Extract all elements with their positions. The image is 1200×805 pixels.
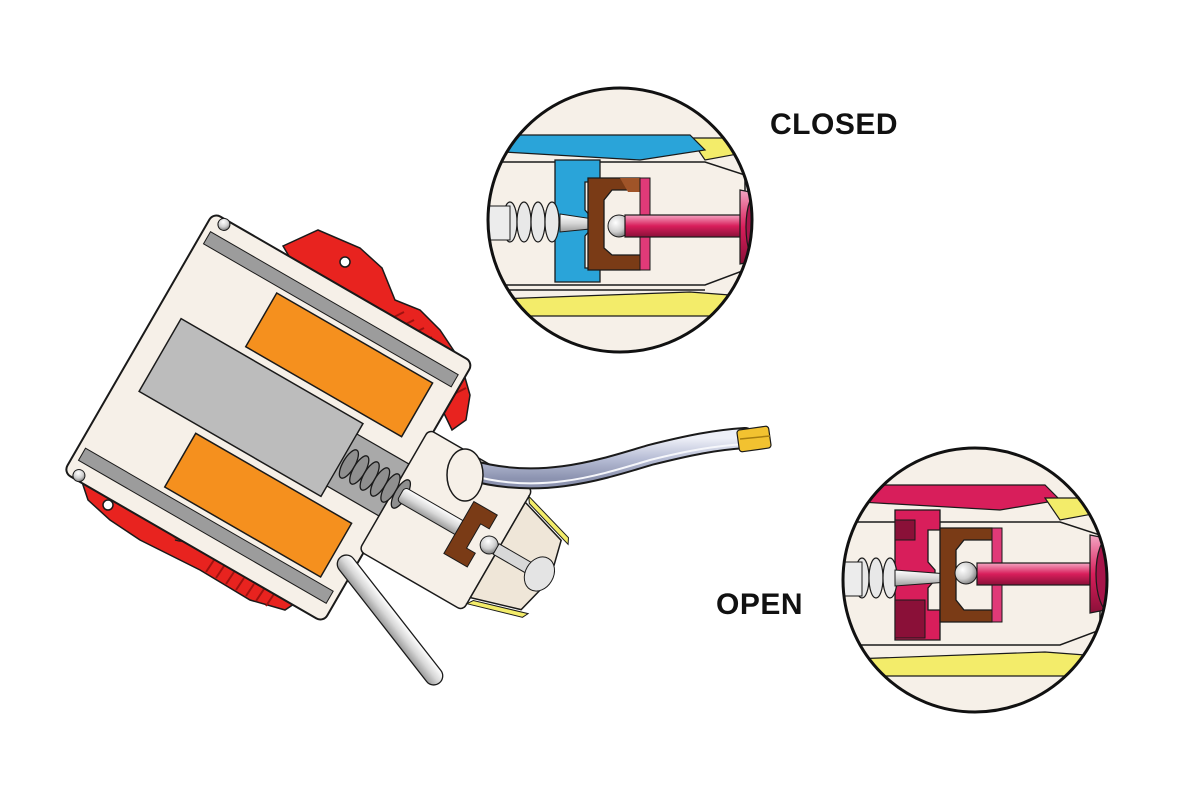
coil-top <box>244 291 434 438</box>
poppet-stem-open <box>976 562 1106 586</box>
coil-bottom <box>163 432 353 579</box>
closed-label: CLOSED <box>770 108 899 141</box>
open-detail-view <box>841 446 1109 714</box>
mounting-pin <box>336 554 444 686</box>
solenoid-cutaway <box>65 214 772 686</box>
solenoid-body <box>65 214 569 621</box>
poppet-stem <box>624 214 752 238</box>
spring <box>338 449 412 509</box>
lead-wires <box>459 425 772 490</box>
open-label: OPEN <box>716 588 804 621</box>
closed-detail-view <box>486 86 754 354</box>
